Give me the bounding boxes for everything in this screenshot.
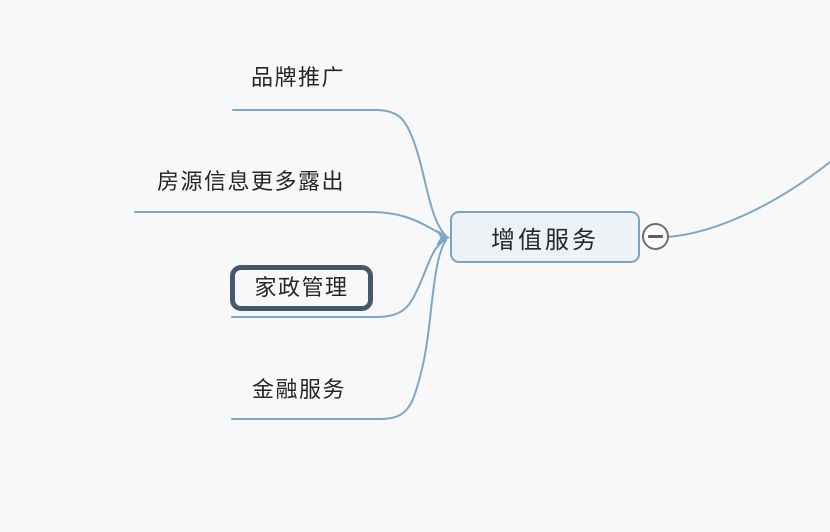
topic-node-main[interactable]: 增值服务 <box>450 211 640 263</box>
topic-node-financial-services[interactable]: 金融服务 <box>252 377 347 402</box>
topic-label-housekeeping: 家政管理 <box>254 275 349 300</box>
parent-link-curve <box>666 161 830 238</box>
branch-curve-listing <box>134 211 447 238</box>
topic-node-brand-promotion[interactable]: 品牌推广 <box>251 65 346 90</box>
branch-arrowhead <box>436 229 450 246</box>
collapse-button[interactable] <box>642 223 669 250</box>
minus-icon <box>648 235 663 238</box>
topic-node-listing-exposure[interactable]: 房源信息更多露出 <box>157 169 346 194</box>
topic-node-housekeeping-selected[interactable]: 家政管理 <box>230 265 373 311</box>
main-topic-label: 增值服务 <box>491 226 599 254</box>
